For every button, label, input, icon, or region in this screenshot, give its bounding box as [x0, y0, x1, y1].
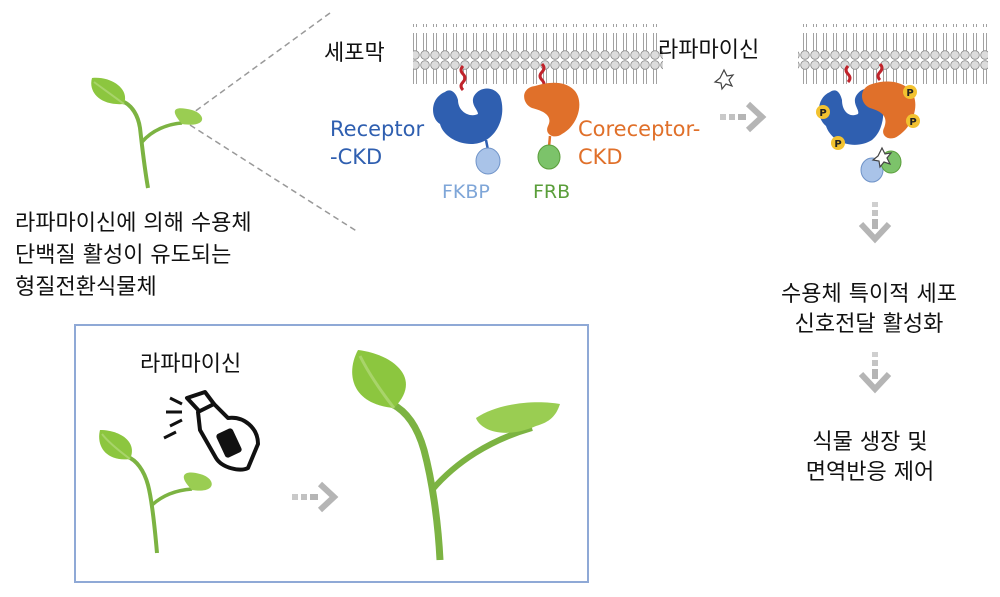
- star-icon: [871, 146, 893, 169]
- outcome-step-line: 식물 생장 및: [812, 430, 928, 455]
- plant-caption: 라파마이신에 의해 수용체 단백질 활성이 유도되는 형질전환식물체: [15, 208, 252, 304]
- leaf-icon: [99, 430, 132, 460]
- plant-large-icon: [352, 350, 560, 561]
- fkbp-domain: [475, 147, 501, 175]
- outcome-step-line: 면역반응 제어: [805, 460, 935, 485]
- plant-small-icon: [99, 430, 212, 554]
- star-icon: [713, 68, 735, 91]
- spray-bottle-icon: [163, 390, 260, 472]
- plant-small-icon: [91, 77, 203, 189]
- svg-text:P: P: [909, 117, 916, 128]
- leaf-icon: [174, 108, 203, 125]
- receptor-complex: P P P P: [816, 62, 920, 183]
- spray-demo-box: [74, 324, 589, 583]
- svg-text:P: P: [819, 108, 826, 119]
- rapamycin-spray-label: 라파마이신: [140, 352, 242, 377]
- arrow-icon: [861, 202, 889, 239]
- frb-domain: [537, 144, 561, 170]
- outcome-step: 식물 생장 및 면역반응 제어: [790, 428, 950, 488]
- svg-text:P: P: [834, 139, 841, 150]
- signal-step-line: 신호전달 활성화: [794, 312, 944, 337]
- coreceptor-label-line1: Coreceptor-: [578, 117, 701, 141]
- plant-caption-line: 단백질 활성이 유도되는: [15, 243, 232, 268]
- zoom-line-top: [189, 12, 331, 116]
- coreceptor-ckd: [524, 62, 580, 170]
- signal-step-line: 수용체 특이적 세포: [781, 282, 957, 307]
- membrane-label: 세포막: [324, 41, 385, 66]
- receptor-ckd: [433, 64, 503, 175]
- leaf-icon: [183, 472, 212, 491]
- receptor-label-line1: Receptor: [330, 117, 425, 141]
- svg-text:P: P: [906, 88, 913, 99]
- plant-caption-line: 형질전환식물체: [15, 275, 157, 300]
- rapamycin-label-top: 라파마이신: [658, 38, 760, 63]
- cell-membrane-left: [413, 24, 663, 84]
- frb-label: FRB: [533, 181, 571, 203]
- arrow-icon: [292, 484, 334, 510]
- phospho-group: P P P P: [816, 85, 920, 150]
- arrow-icon: [861, 352, 889, 389]
- zoom-line-bottom: [189, 124, 359, 233]
- arrow-icon: [720, 104, 762, 130]
- plant-caption-line: 라파마이신에 의해 수용체: [15, 211, 252, 236]
- coreceptor-label-line2: CKD: [578, 145, 623, 169]
- signal-step: 수용체 특이적 세포 신호전달 활성화: [764, 280, 974, 340]
- leaf-icon: [476, 402, 560, 433]
- fkbp-label: FKBP: [442, 181, 490, 203]
- cell-membrane-right: [798, 24, 988, 84]
- receptor-label-line2: -CKD: [330, 145, 383, 169]
